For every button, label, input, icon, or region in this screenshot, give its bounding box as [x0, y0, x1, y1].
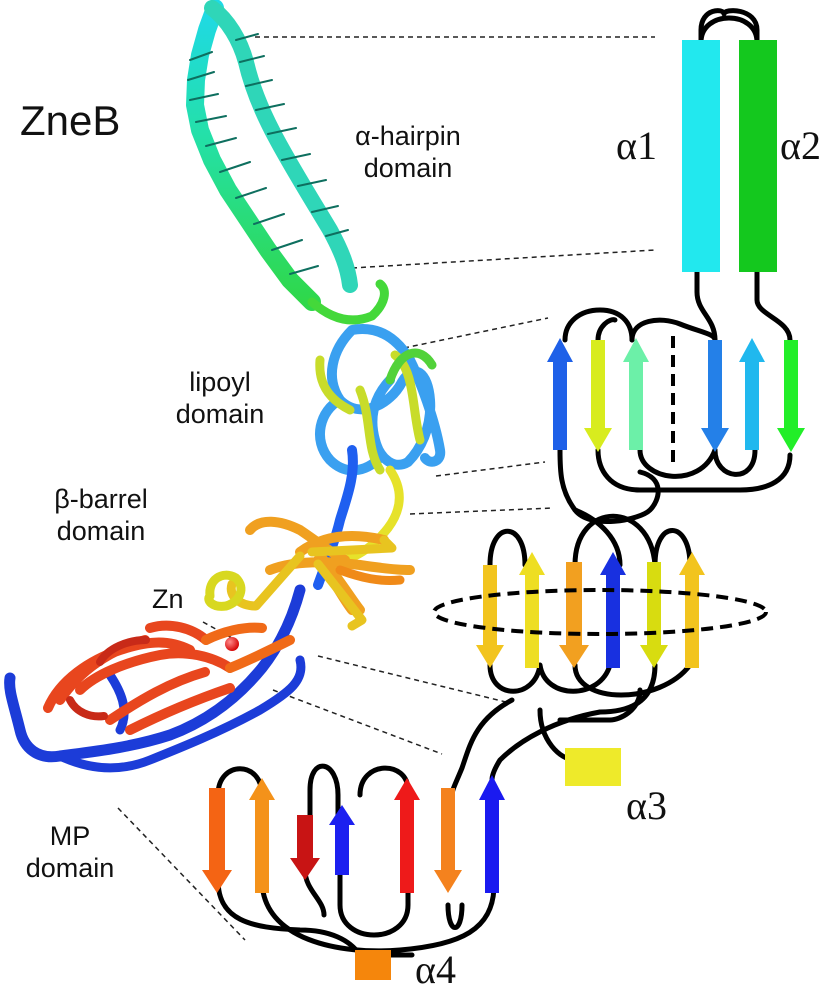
alpha-hairpin-label-line1: α-hairpin	[355, 121, 461, 151]
strand-mp-3	[290, 815, 320, 880]
strand-mp-5	[394, 778, 420, 893]
helix-a4-label: α4	[415, 947, 456, 992]
strand-barrel-6	[679, 552, 705, 668]
strand-mp-4	[329, 805, 355, 875]
strand-lipoyl-4	[701, 340, 729, 452]
strand-mp-6	[434, 788, 462, 893]
lipoyl-label-line2: domain	[175, 399, 265, 429]
dashed-connector-lines	[117, 36, 656, 941]
alpha-hairpin-domain-label: α-hairpin domain	[328, 120, 488, 184]
beta-barrel-label-line1: β-barrel	[54, 484, 148, 514]
strand-mp-1	[202, 788, 232, 893]
mp-label-line2: domain	[25, 853, 115, 883]
zinc-label: Zn	[152, 584, 184, 614]
helix-a2	[739, 40, 777, 272]
strand-lipoyl-1	[547, 338, 573, 450]
helix-a3	[565, 748, 621, 786]
helix-a1	[682, 40, 720, 272]
beta-barrel-ribbon	[245, 516, 415, 615]
lipoyl-domain-label: lipoyl domain	[150, 366, 290, 430]
figure-title: ZneB	[20, 97, 121, 144]
alpha-hairpin-label-line2: domain	[363, 153, 453, 183]
mp-label-line1: MP	[49, 821, 91, 851]
helix-a3-label: α3	[626, 783, 667, 828]
strand-lipoyl-5	[739, 338, 765, 450]
strand-barrel-5	[640, 562, 668, 668]
lipoyl-label-line1: lipoyl	[189, 367, 251, 397]
zinc-ion-sphere	[225, 637, 239, 651]
helix-a1-label: α1	[616, 123, 657, 168]
strand-barrel-2	[519, 552, 545, 668]
strand-barrel-1	[476, 565, 504, 668]
strand-mp-7	[479, 775, 505, 893]
strand-lipoyl-3	[623, 338, 649, 450]
strand-lipoyl-6	[777, 340, 805, 452]
strand-mp-2	[249, 778, 275, 893]
helix-a2-label: α2	[780, 123, 821, 168]
topology-diagram	[202, 8, 805, 980]
beta-barrel-domain-label: β-barrel domain	[26, 483, 176, 547]
helix-a4	[355, 950, 391, 980]
strand-barrel-3	[559, 562, 589, 668]
mp-domain-label: MP domain	[10, 820, 130, 884]
protein-ribbon-structure	[4, 0, 446, 773]
mp-domain-ribbon	[4, 584, 306, 763]
beta-barrel-label-line2: domain	[56, 516, 146, 546]
barrel-ellipse	[432, 588, 768, 636]
strand-barrel-4	[600, 552, 626, 668]
topology-loops	[215, 8, 793, 958]
strand-lipoyl-2	[584, 340, 612, 452]
beta-strands	[202, 338, 805, 893]
